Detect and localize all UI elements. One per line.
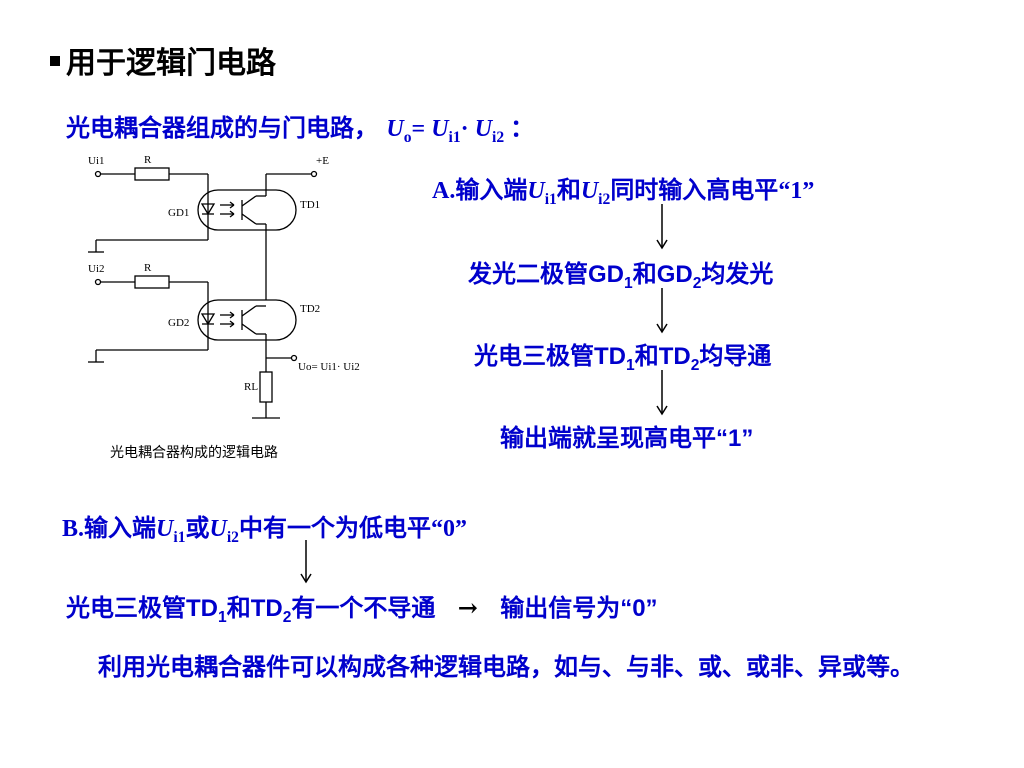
label-rl: RL <box>244 381 258 393</box>
label-gd1: GD1 <box>168 207 189 219</box>
label-td1: TD1 <box>300 199 320 211</box>
bullet-square-icon <box>50 56 60 66</box>
label-gd2: GD2 <box>168 317 189 329</box>
arrow-down-icon <box>300 540 312 584</box>
case-b-heading: B.输入端Ui1或Ui2中有一个为低电平“0” <box>62 513 467 546</box>
label-ui1: Ui1 <box>88 155 105 167</box>
intro-formula: Uo= Ui1· Ui2 ： <box>386 116 535 146</box>
label-r1: R <box>144 154 152 166</box>
label-uo: Uo= Ui1· Ui2 <box>298 361 360 373</box>
arrow-down-icon <box>656 370 668 416</box>
case-a-step-1: 发光二极管GD1和GD2均发光 <box>468 259 774 292</box>
label-e: +E <box>316 155 329 167</box>
title-text: 用于逻辑门电路 <box>66 46 276 81</box>
arrow-down-icon <box>656 288 668 334</box>
case-b-result: 光电三极管TD1和TD2有一个不导通 → 输出信号为“0” <box>66 593 658 626</box>
case-a-step-2: 光电三极管TD1和TD2均导通 <box>474 341 772 374</box>
summary-paragraph: 利用光电耦合器件可以构成各种逻辑电路，如与、与非、或、或非、异或等。 <box>98 652 914 681</box>
case-a-heading: A.输入端Ui1和Ui2同时输入高电平“1” <box>432 175 815 208</box>
intro-text: 光电耦合器组成的与门电路， <box>66 113 378 142</box>
arrow-right-icon: → <box>457 593 478 622</box>
label-td2: TD2 <box>300 303 320 315</box>
label-ui2: Ui2 <box>88 263 105 275</box>
diagram-caption: 光电耦合器构成的逻辑电路 <box>110 445 278 461</box>
intro-line: 光电耦合器组成的与门电路， Uo= Ui1· Ui2 ： <box>66 108 534 147</box>
case-a-step-3: 输出端就呈现高电平“1” <box>500 423 754 452</box>
arrow-down-icon <box>656 204 668 250</box>
circuit-diagram: Ui1 R +E GD1 TD1 Ui2 R GD2 TD2 Uo= Ui1· … <box>88 154 360 419</box>
label-r2: R <box>144 262 152 274</box>
slide-title: 用于逻辑门电路 <box>50 38 276 82</box>
